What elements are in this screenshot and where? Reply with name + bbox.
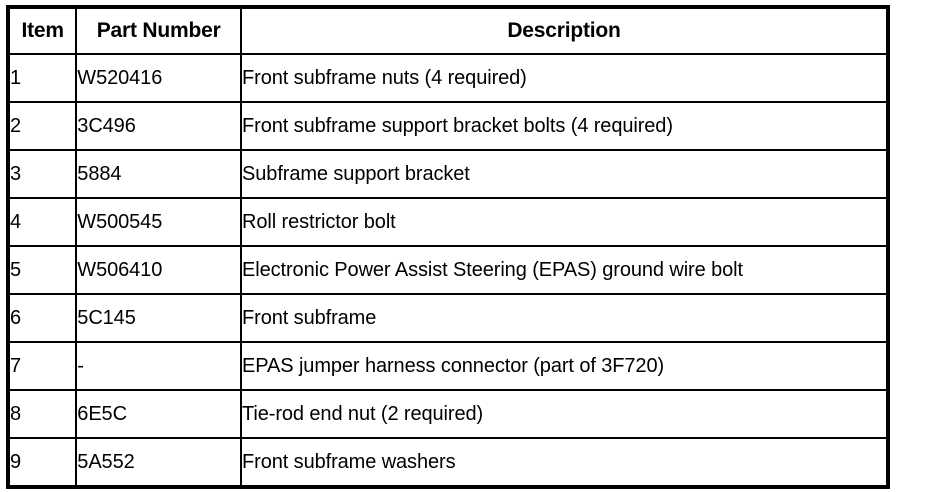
cell-item: 2 bbox=[6, 101, 78, 151]
cell-part-number: 5C145 bbox=[75, 293, 243, 343]
cell-part-number: 6E5C bbox=[75, 389, 243, 439]
cell-part-number: W520416 bbox=[75, 53, 243, 103]
cell-part-number: 3C496 bbox=[75, 101, 243, 151]
cell-item: 4 bbox=[6, 197, 78, 247]
cell-description: Tie-rod end nut (2 required) bbox=[240, 389, 889, 439]
column-header-item: Item bbox=[6, 6, 78, 55]
table-header: Item Part Number Description bbox=[6, 6, 889, 55]
cell-description: Front subframe bbox=[240, 293, 889, 343]
table-body: 1 W520416 Front subframe nuts (4 require… bbox=[6, 53, 889, 488]
cell-description: Subframe support bracket bbox=[240, 149, 889, 199]
column-header-description: Description bbox=[240, 6, 889, 55]
cell-part-number: 5A552 bbox=[75, 437, 243, 488]
table-row: 4 W500545 Roll restrictor bolt bbox=[6, 197, 889, 247]
table-row: 6 5C145 Front subframe bbox=[6, 293, 889, 343]
cell-part-number: - bbox=[75, 341, 243, 391]
cell-item: 8 bbox=[6, 389, 78, 439]
table-row: 9 5A552 Front subframe washers bbox=[6, 437, 889, 488]
cell-description: Front subframe washers bbox=[240, 437, 889, 488]
cell-item: 9 bbox=[6, 437, 78, 488]
table-row: 5 W506410 Electronic Power Assist Steeri… bbox=[6, 245, 889, 295]
cell-item: 3 bbox=[6, 149, 78, 199]
cell-item: 7 bbox=[6, 341, 78, 391]
cell-description: Front subframe support bracket bolts (4 … bbox=[240, 101, 889, 151]
header-row: Item Part Number Description bbox=[6, 6, 889, 55]
cell-part-number: W500545 bbox=[75, 197, 243, 247]
table-row: 3 5884 Subframe support bracket bbox=[6, 149, 889, 199]
cell-description: Roll restrictor bolt bbox=[240, 197, 889, 247]
table-row: 8 6E5C Tie-rod end nut (2 required) bbox=[6, 389, 889, 439]
table-row: 1 W520416 Front subframe nuts (4 require… bbox=[6, 53, 889, 103]
cell-part-number: 5884 bbox=[75, 149, 243, 199]
cell-item: 6 bbox=[6, 293, 78, 343]
cell-description: Electronic Power Assist Steering (EPAS) … bbox=[240, 245, 889, 295]
cell-part-number: W506410 bbox=[75, 245, 243, 295]
cell-description: Front subframe nuts (4 required) bbox=[240, 53, 889, 103]
cell-description: EPAS jumper harness connector (part of 3… bbox=[240, 341, 889, 391]
cell-item: 1 bbox=[6, 53, 78, 103]
cell-item: 5 bbox=[6, 245, 78, 295]
parts-table: Item Part Number Description 1 W520416 F… bbox=[6, 5, 890, 489]
column-header-part-number: Part Number bbox=[75, 6, 243, 55]
table-row: 2 3C496 Front subframe support bracket b… bbox=[6, 101, 889, 151]
table-row: 7 - EPAS jumper harness connector (part … bbox=[6, 341, 889, 391]
